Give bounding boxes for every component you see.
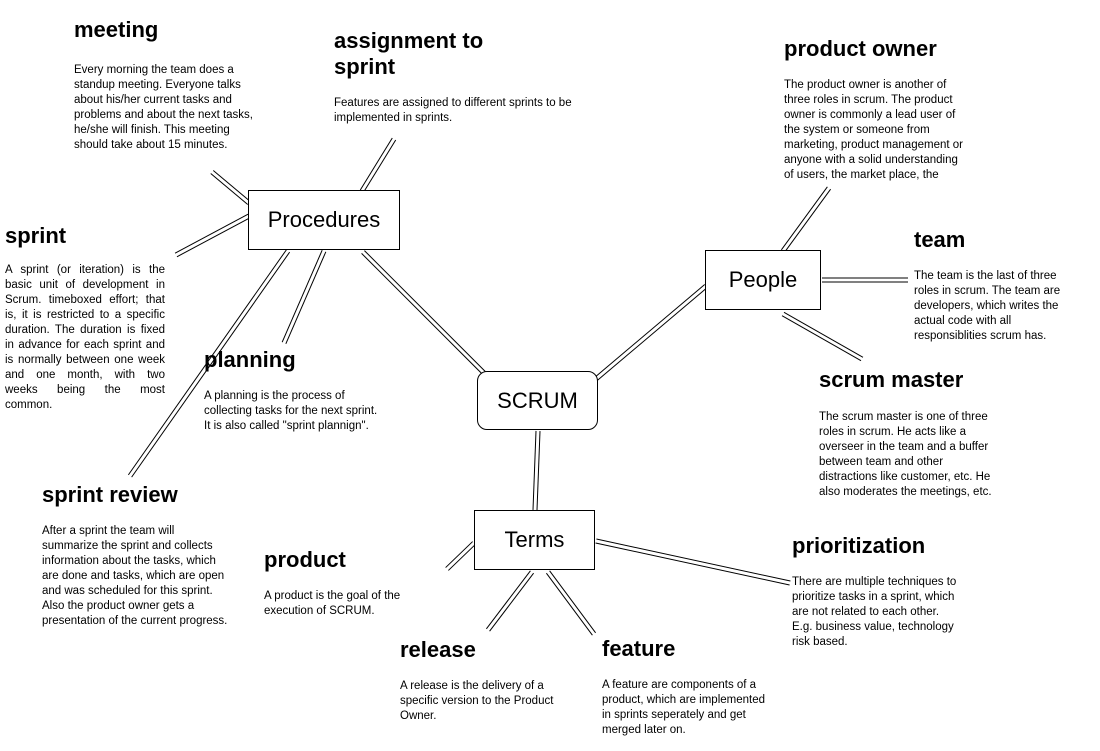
connector-stroke [588,284,706,383]
topic-product-owner: product owner The product owner is anoth… [784,36,964,184]
topic-release: release A release is the delivery of a s… [400,637,575,724]
topic-scrum-master: scrum master The scrum master is one of … [819,367,999,500]
topic-title: sprint review [42,482,178,507]
topic-title: sprint [5,223,67,248]
topic-title: product owner [784,36,937,61]
edge-scrum-procedures [361,250,489,378]
connector-stroke [127,249,287,476]
connector-stroke [590,287,708,386]
topic-description: The team is the last of three roles in s… [914,270,1061,342]
scrum-node[interactable]: SCRUM [477,371,598,430]
topic-description: A sprint (or iteration) is the basic uni… [5,264,165,411]
connector-stroke [595,542,790,586]
terms-node[interactable]: Terms [474,510,595,570]
connector-stroke [532,430,537,510]
topic-description: A planning is the process of collecting … [204,390,378,432]
edge-terms-product [445,541,476,571]
people-node[interactable]: People [705,250,821,310]
edge-scrum-terms [532,430,541,511]
connector-stroke [784,188,832,253]
topic-description: There are multiple techniques to priorit… [792,576,957,648]
connector-stroke [486,570,531,630]
connector-stroke [445,541,473,568]
topic-sprint: sprint A sprint (or iteration) is the ba… [5,223,165,413]
connector-stroke [448,544,476,571]
edge-terms-feature [545,570,597,636]
edge-terms-release [486,570,534,632]
edge-procedures-assignment [359,137,397,193]
connector-stroke [783,311,864,358]
edge-procedures-meeting [210,170,251,205]
connector-stroke [361,253,486,378]
connector-stroke [210,173,249,205]
topic-sprint-review: sprint review After a sprint the team wi… [42,482,232,629]
connector-stroke [131,251,291,478]
topic-assignment-to-sprint: assignment to sprint Features are assign… [334,28,574,126]
connector-stroke [281,250,323,343]
topic-title: scrum master [819,367,964,392]
edge-procedures-sprint [174,213,251,258]
topic-title: meeting [74,17,159,42]
topic-meeting: meeting Every morning the team does a st… [74,17,264,153]
topic-title: feature [602,636,676,661]
connector-stroke [536,431,541,511]
connector-stroke [549,570,597,634]
connector-stroke [212,170,251,202]
edge-people-team [822,277,908,283]
topic-description: A product is the goal of the execution o… [264,590,401,617]
connector-stroke [545,572,593,636]
topic-description: A release is the delivery of a specific … [400,680,554,722]
procedures-node[interactable]: Procedures [248,190,400,250]
connector-stroke [359,137,393,191]
topic-description: Features are assigned to different sprin… [334,97,572,124]
topic-prioritization: prioritization There are multiple techni… [792,533,962,650]
connector-stroke [176,217,251,258]
topic-title: team [914,227,966,252]
edge-scrum-people [588,284,708,386]
connector-stroke [489,572,534,632]
topic-description: The product owner is another of three ro… [784,79,963,181]
edge-procedures-planning [281,250,327,344]
connector-stroke [285,251,327,344]
connector-stroke [364,250,489,375]
edge-people-scrum-master [781,311,864,362]
edge-terms-prioritization [595,538,791,586]
topic-planning: planning A planning is the process of co… [204,347,384,434]
connector-stroke [781,315,862,362]
connector-stroke [596,538,791,582]
topic-description: After a sprint the team will summarize t… [42,525,228,627]
connector-stroke [780,186,828,251]
connector-stroke [363,139,397,193]
edge-people-product-owner [780,186,832,253]
topic-title: planning [204,347,296,372]
topic-title: product [264,547,346,572]
topic-feature: feature A feature are components of a pr… [602,636,777,738]
topic-description: The scrum master is one of three roles i… [819,411,992,498]
topic-description: A feature are components of a product, w… [602,679,765,736]
topic-product: product A product is the goal of the exe… [264,547,424,619]
topic-description: Every morning the team does a standup me… [74,64,253,151]
topic-title: assignment to sprint [334,28,484,79]
topic-title: release [400,637,476,662]
connector-stroke [174,213,249,254]
edge-procedures-sprint-review [127,249,291,478]
topic-team: team The team is the last of three roles… [914,227,1074,344]
topic-title: prioritization [792,533,926,558]
